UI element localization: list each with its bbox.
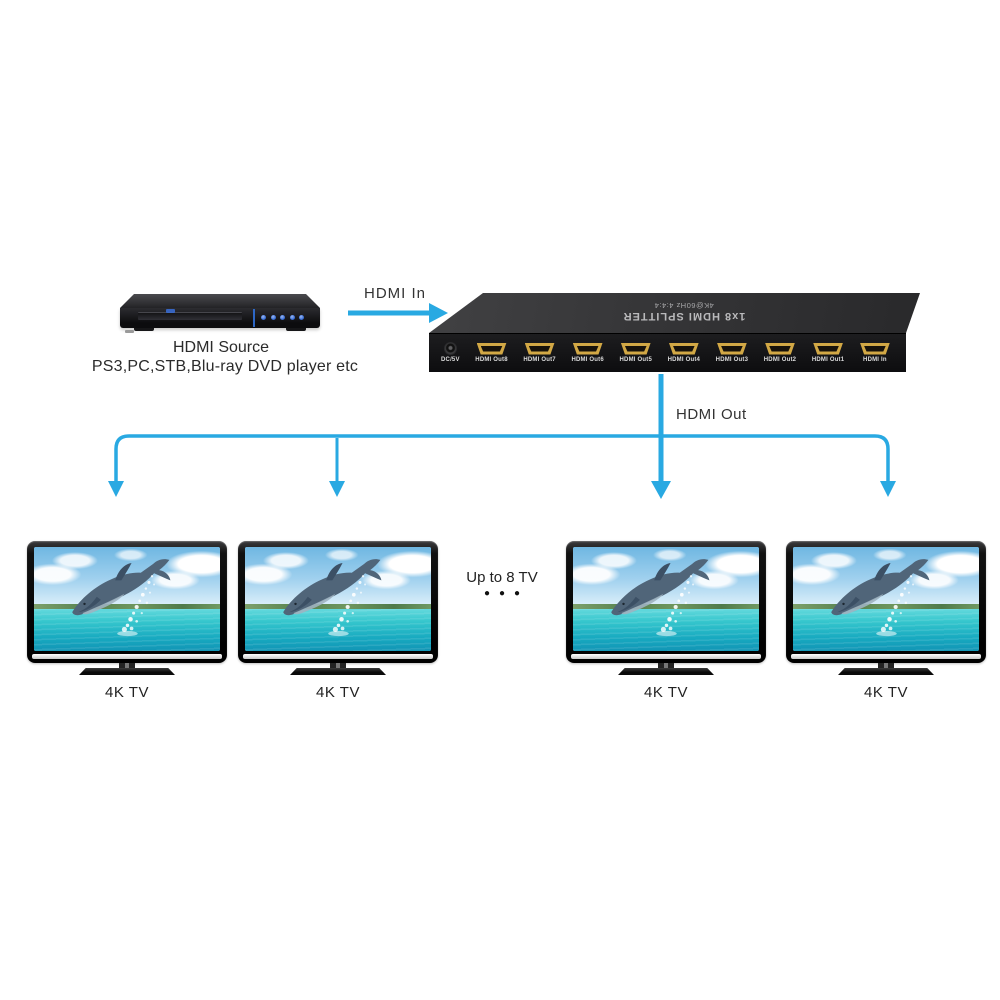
distant-shoreline — [573, 604, 759, 609]
hdmi-port-icon — [572, 342, 603, 355]
ocean-water — [34, 609, 220, 651]
tv-stand-neck — [119, 663, 135, 668]
splitter-model-text: 1x8 HDMI SPLITTER — [622, 310, 746, 322]
tv-screen — [245, 547, 431, 651]
hdmi-out-label: HDMI Out — [676, 406, 747, 423]
dolphin-image — [72, 559, 171, 637]
distant-shoreline — [245, 604, 431, 609]
splitter-port: HDMI Out4 — [667, 342, 701, 363]
hdmi-port-icon — [476, 342, 507, 355]
down-arrow-head — [880, 481, 896, 497]
tv-stand-base — [618, 668, 714, 675]
up-to-8-tv-note: Up to 8 TV — [466, 569, 538, 586]
port-label: HDMI Out2 — [763, 356, 797, 363]
disc-tray — [138, 312, 242, 320]
splitter-port: HDMI Out7 — [523, 342, 556, 363]
port-label: HDMI Out8 — [475, 356, 508, 363]
tv-frame — [566, 541, 766, 663]
port-label: HDMI Out3 — [715, 356, 749, 363]
splitter-top-print: 1x8 HDMI SPLITTER 4K@60Hz 4:4:4 — [569, 301, 799, 322]
hdmi-port-icon — [813, 342, 844, 355]
splitter-spec-text: 4K@60Hz 4:4:4 — [654, 301, 714, 310]
splitter-port: HDMI Out3 — [715, 342, 749, 363]
splitter-port: DC/5V — [441, 342, 460, 363]
tv-label: 4K TV — [316, 684, 360, 701]
tv-bottom-bezel — [243, 654, 433, 659]
port-label: HDMI In — [863, 356, 887, 363]
splitter-port: HDMI Out1 — [811, 342, 845, 363]
tv-stand-neck — [878, 663, 894, 668]
port-label: HDMI Out7 — [523, 356, 556, 363]
hdmi-in-label: HDMI In — [363, 285, 426, 302]
dc-jack-icon — [443, 342, 457, 355]
port-label: HDMI Out5 — [619, 356, 652, 363]
port-label: HDMI Out1 — [811, 356, 845, 363]
source-subtitle: PS3,PC,STB,Blu-ray DVD player etc — [91, 358, 359, 375]
splitter-port: HDMI Out5 — [619, 342, 652, 363]
tv-stand-neck — [330, 663, 346, 668]
ocean-water — [793, 609, 979, 651]
tv-screen — [573, 547, 759, 651]
down-arrow-head — [329, 481, 345, 497]
tv-stand-base — [838, 668, 934, 675]
dolphin-image — [283, 559, 382, 637]
tv-label: 4K TV — [105, 684, 149, 701]
tv-label: 4K TV — [644, 684, 688, 701]
tv-stand-base — [290, 668, 386, 675]
distribution-rail — [114, 434, 890, 483]
hdmi-port-icon — [524, 342, 555, 355]
bd-logo — [166, 309, 175, 313]
distant-shoreline — [793, 604, 979, 609]
tv-bottom-bezel — [32, 654, 222, 659]
splitter-port: HDMI Out6 — [571, 342, 604, 363]
splitter-port-panel: DC/5V HDMI Out8 HDMI Out7 HDMI Out6 HDMI… — [429, 333, 906, 372]
splitter-port: HDMI Out2 — [763, 342, 797, 363]
hdmi-port-icon — [668, 342, 699, 355]
blue-accent-line — [253, 309, 255, 327]
ellipsis-dots: ●●● — [483, 588, 530, 599]
down-arrow-head — [108, 481, 124, 497]
hdmi-port-icon — [764, 342, 795, 355]
hdmi-port-icon — [716, 342, 747, 355]
tv-screen — [34, 547, 220, 651]
tv-bottom-bezel — [571, 654, 761, 659]
splitter-top-face: 1x8 HDMI SPLITTER 4K@60Hz 4:4:4 — [429, 293, 920, 333]
port-label: HDMI Out6 — [571, 356, 604, 363]
down-arrow-head — [651, 481, 671, 499]
player-foot — [134, 328, 154, 331]
tv-screen — [793, 547, 979, 651]
splitter-port: HDMI In — [859, 342, 890, 363]
hdmi-port-icon — [859, 342, 890, 355]
port-label: DC/5V — [441, 357, 460, 363]
splitter-port: HDMI Out8 — [475, 342, 508, 363]
tv-label: 4K TV — [864, 684, 908, 701]
brand-logo — [125, 330, 134, 333]
dolphin-image — [611, 559, 710, 637]
tv-frame — [238, 541, 438, 663]
tv-stand-neck — [658, 663, 674, 668]
ocean-water — [245, 609, 431, 651]
tv-unit: 4K TV — [566, 541, 766, 701]
player-buttons — [261, 315, 304, 320]
tv-unit: 4K TV — [786, 541, 986, 701]
port-label: HDMI Out4 — [667, 356, 701, 363]
hdmi-source-device — [120, 294, 320, 336]
player-front-face — [120, 308, 320, 333]
tv-frame — [786, 541, 986, 663]
hdmi-port-icon — [620, 342, 651, 355]
tv-stand-base — [79, 668, 175, 675]
hdmi-splitter-device: 1x8 HDMI SPLITTER 4K@60Hz 4:4:4 DC/5V HD… — [429, 293, 920, 372]
tv-unit: 4K TV — [27, 541, 227, 701]
tv-unit: 4K TV — [238, 541, 438, 701]
ocean-water — [573, 609, 759, 651]
tv-bottom-bezel — [791, 654, 981, 659]
distant-shoreline — [34, 604, 220, 609]
tv-frame — [27, 541, 227, 663]
source-title: HDMI Source — [172, 339, 270, 356]
player-foot — [286, 328, 306, 331]
player-top-face — [120, 294, 320, 308]
dolphin-image — [831, 559, 930, 637]
